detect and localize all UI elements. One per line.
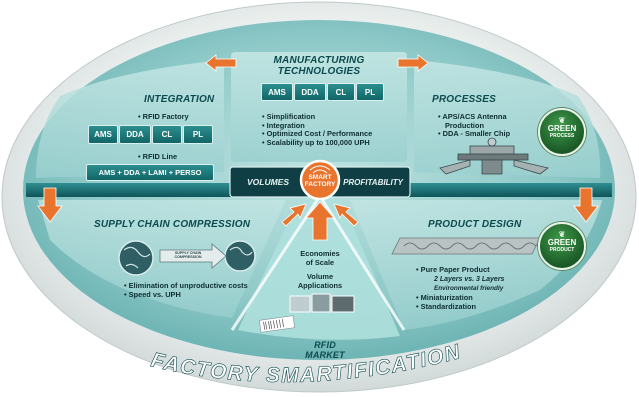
manufacturing-title-line1: MANUFACTURING [273, 55, 365, 66]
manufacturing-module-cl: CL [327, 83, 355, 101]
bullet-dda-chip: • DDA - Smaller Chip [438, 129, 511, 139]
smart-factory-line2: FACTORY [304, 181, 336, 188]
manufacturing-module-dda: DDA [294, 83, 326, 101]
machine-illustration [439, 137, 549, 175]
green-process-line2: PROCESS [549, 133, 575, 139]
integration-module-pl: PL [183, 125, 213, 144]
manufacturing-panel-bg [231, 52, 407, 162]
bullet-standardization: • Standardization [416, 301, 477, 311]
green-product-line1: GREEN [547, 238, 577, 247]
processes-bullets: • APS/ACS Antenna Production • DDA - Sma… [438, 112, 511, 139]
volume-line2: Applications [297, 280, 343, 290]
product-sub-layers: 2 Layers vs. 3 Layers [434, 276, 505, 283]
manufacturing-title: MANUFACTURING TECHNOLOGIES [240, 55, 398, 77]
bullet-elimination: • Elimination of unproductive costs [124, 281, 248, 290]
bullet-scalability: • Scalability up to 100,000 UPH [262, 137, 370, 147]
smart-factory-hub [299, 159, 341, 201]
smart-factory-line1: SMART [308, 174, 332, 181]
supply-chain-bullets: • Elimination of unproductive costs • Sp… [124, 281, 248, 299]
supply-chain-title: SUPPLY CHAIN COMPRESSION [94, 219, 251, 230]
globe-icon [118, 240, 154, 276]
rfid-line-formula: AMS + DDA + LAMI + PERSO [86, 164, 214, 181]
green-process-line1: GREEN [547, 124, 577, 133]
manufacturing-module-pl: PL [356, 83, 384, 101]
photo-2 [311, 293, 331, 313]
supply-chain-arrow [159, 243, 227, 269]
green-process-badge: ❦ GREEN PROCESS [538, 108, 586, 156]
manufacturing-bullets: • Simplification • Integration • Optimiz… [262, 112, 373, 147]
bullet-speed: • Speed vs. UPH [124, 289, 181, 299]
integration-title: INTEGRATION [144, 94, 215, 105]
photo-3 [331, 295, 355, 313]
manufacturing-title-line2: TECHNOLOGIES [277, 66, 361, 77]
leaf-icon: ❦ [558, 230, 566, 239]
integration-module-ams: AMS [88, 125, 118, 144]
leaf-icon: ❦ [558, 116, 566, 125]
orange-arrow-icon [37, 54, 599, 241]
bullet-antenna-cont: Production [445, 120, 485, 130]
product-panel-bg [350, 200, 602, 330]
supply-chain-arrow-label: SUPPLY CHAIN COMPRESSION [166, 251, 210, 259]
product-sub-environment: Environmental friendly [434, 285, 504, 292]
profitability-label: PROFITABILITY [343, 177, 403, 187]
manufacturing-module-ams: AMS [261, 83, 293, 101]
green-product-line2: PRODUCT [549, 247, 575, 253]
globe-icon [224, 240, 256, 272]
integration-panel-bg [36, 60, 224, 178]
volume-applications: Volume Applications [290, 272, 350, 290]
volumes-label: VOLUMES [246, 177, 290, 187]
market-panel-bg [238, 196, 400, 340]
integration-module-dda: DDA [119, 125, 151, 144]
supply-chain-arrow-label-1: SUPPLY CHAIN [174, 251, 202, 255]
rfid-line-label: • RFID Line [138, 152, 178, 161]
integration-module-cl: CL [152, 125, 182, 144]
rfid-market-title: RFID MARKET [305, 340, 345, 360]
paper-product-illustration [391, 237, 541, 255]
photo-1 [289, 295, 311, 313]
bullet-simplification: • Simplification [262, 112, 316, 121]
smart-factory-label: SMART FACTORY [301, 168, 339, 188]
product-design-title: PRODUCT DESIGN [428, 219, 522, 230]
bullet-antenna: • APS/ACS Antenna [438, 112, 507, 121]
economies-line2: of Scale [305, 257, 335, 267]
economies-of-scale: Economies of Scale [292, 249, 348, 267]
economies-line1: Economies [300, 249, 340, 258]
product-bullets: • Miniaturization • Standardization [416, 293, 477, 311]
green-product-badge: ❦ GREEN PRODUCT [538, 222, 586, 270]
rfid-factory-label: • RFID Factory [138, 112, 189, 121]
bullet-optimized-cost: • Optimized Cost / Performance [262, 129, 373, 139]
bullet-integration: • Integration [262, 120, 305, 130]
pure-paper-bullet: • Pure Paper Product [416, 265, 490, 274]
supply-chain-arrow-label-2: COMPRESSION [174, 255, 202, 260]
volume-line1: Volume [306, 272, 334, 281]
processes-title: PROCESSES [432, 94, 497, 105]
bullet-miniaturization: • Miniaturization [416, 293, 473, 302]
